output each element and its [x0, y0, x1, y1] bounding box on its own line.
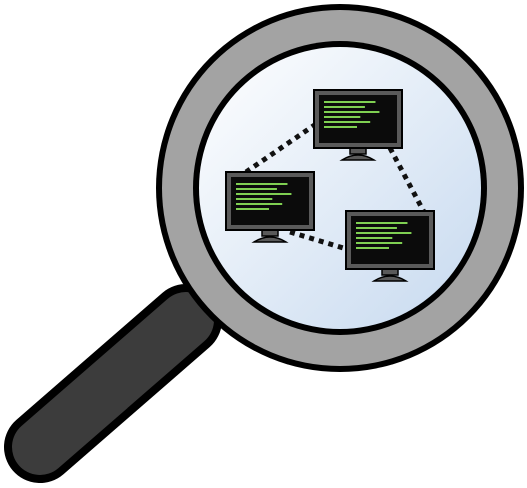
- code-line: [324, 101, 376, 103]
- link-monitor-top-monitor-left: [244, 121, 318, 175]
- code-line: [236, 198, 273, 200]
- monitor-top-base: [339, 154, 377, 161]
- monitor-left: [225, 171, 315, 243]
- code-line: [356, 237, 393, 239]
- monitor-right-base: [371, 275, 409, 282]
- monitor-left-base: [251, 236, 289, 243]
- code-line: [356, 247, 389, 249]
- code-line: [236, 188, 277, 190]
- code-line: [236, 183, 288, 185]
- code-line: [236, 208, 269, 210]
- code-line: [324, 126, 357, 128]
- code-line: [324, 121, 371, 123]
- code-line: [356, 227, 397, 229]
- link-monitor-left-monitor-right: [289, 229, 351, 253]
- code-line: [356, 242, 403, 244]
- magnifier-handle: [4, 284, 222, 483]
- monitor-top: [313, 89, 403, 161]
- link-monitor-top-monitor-right: [387, 146, 427, 214]
- code-line: [356, 232, 412, 234]
- network-computers: [225, 89, 435, 282]
- network-links: [244, 121, 427, 253]
- code-line: [324, 111, 380, 113]
- code-line: [324, 116, 361, 118]
- code-line: [356, 222, 408, 224]
- code-line: [236, 203, 283, 205]
- code-line: [236, 193, 292, 195]
- monitor-right: [345, 210, 435, 282]
- code-line: [324, 106, 365, 108]
